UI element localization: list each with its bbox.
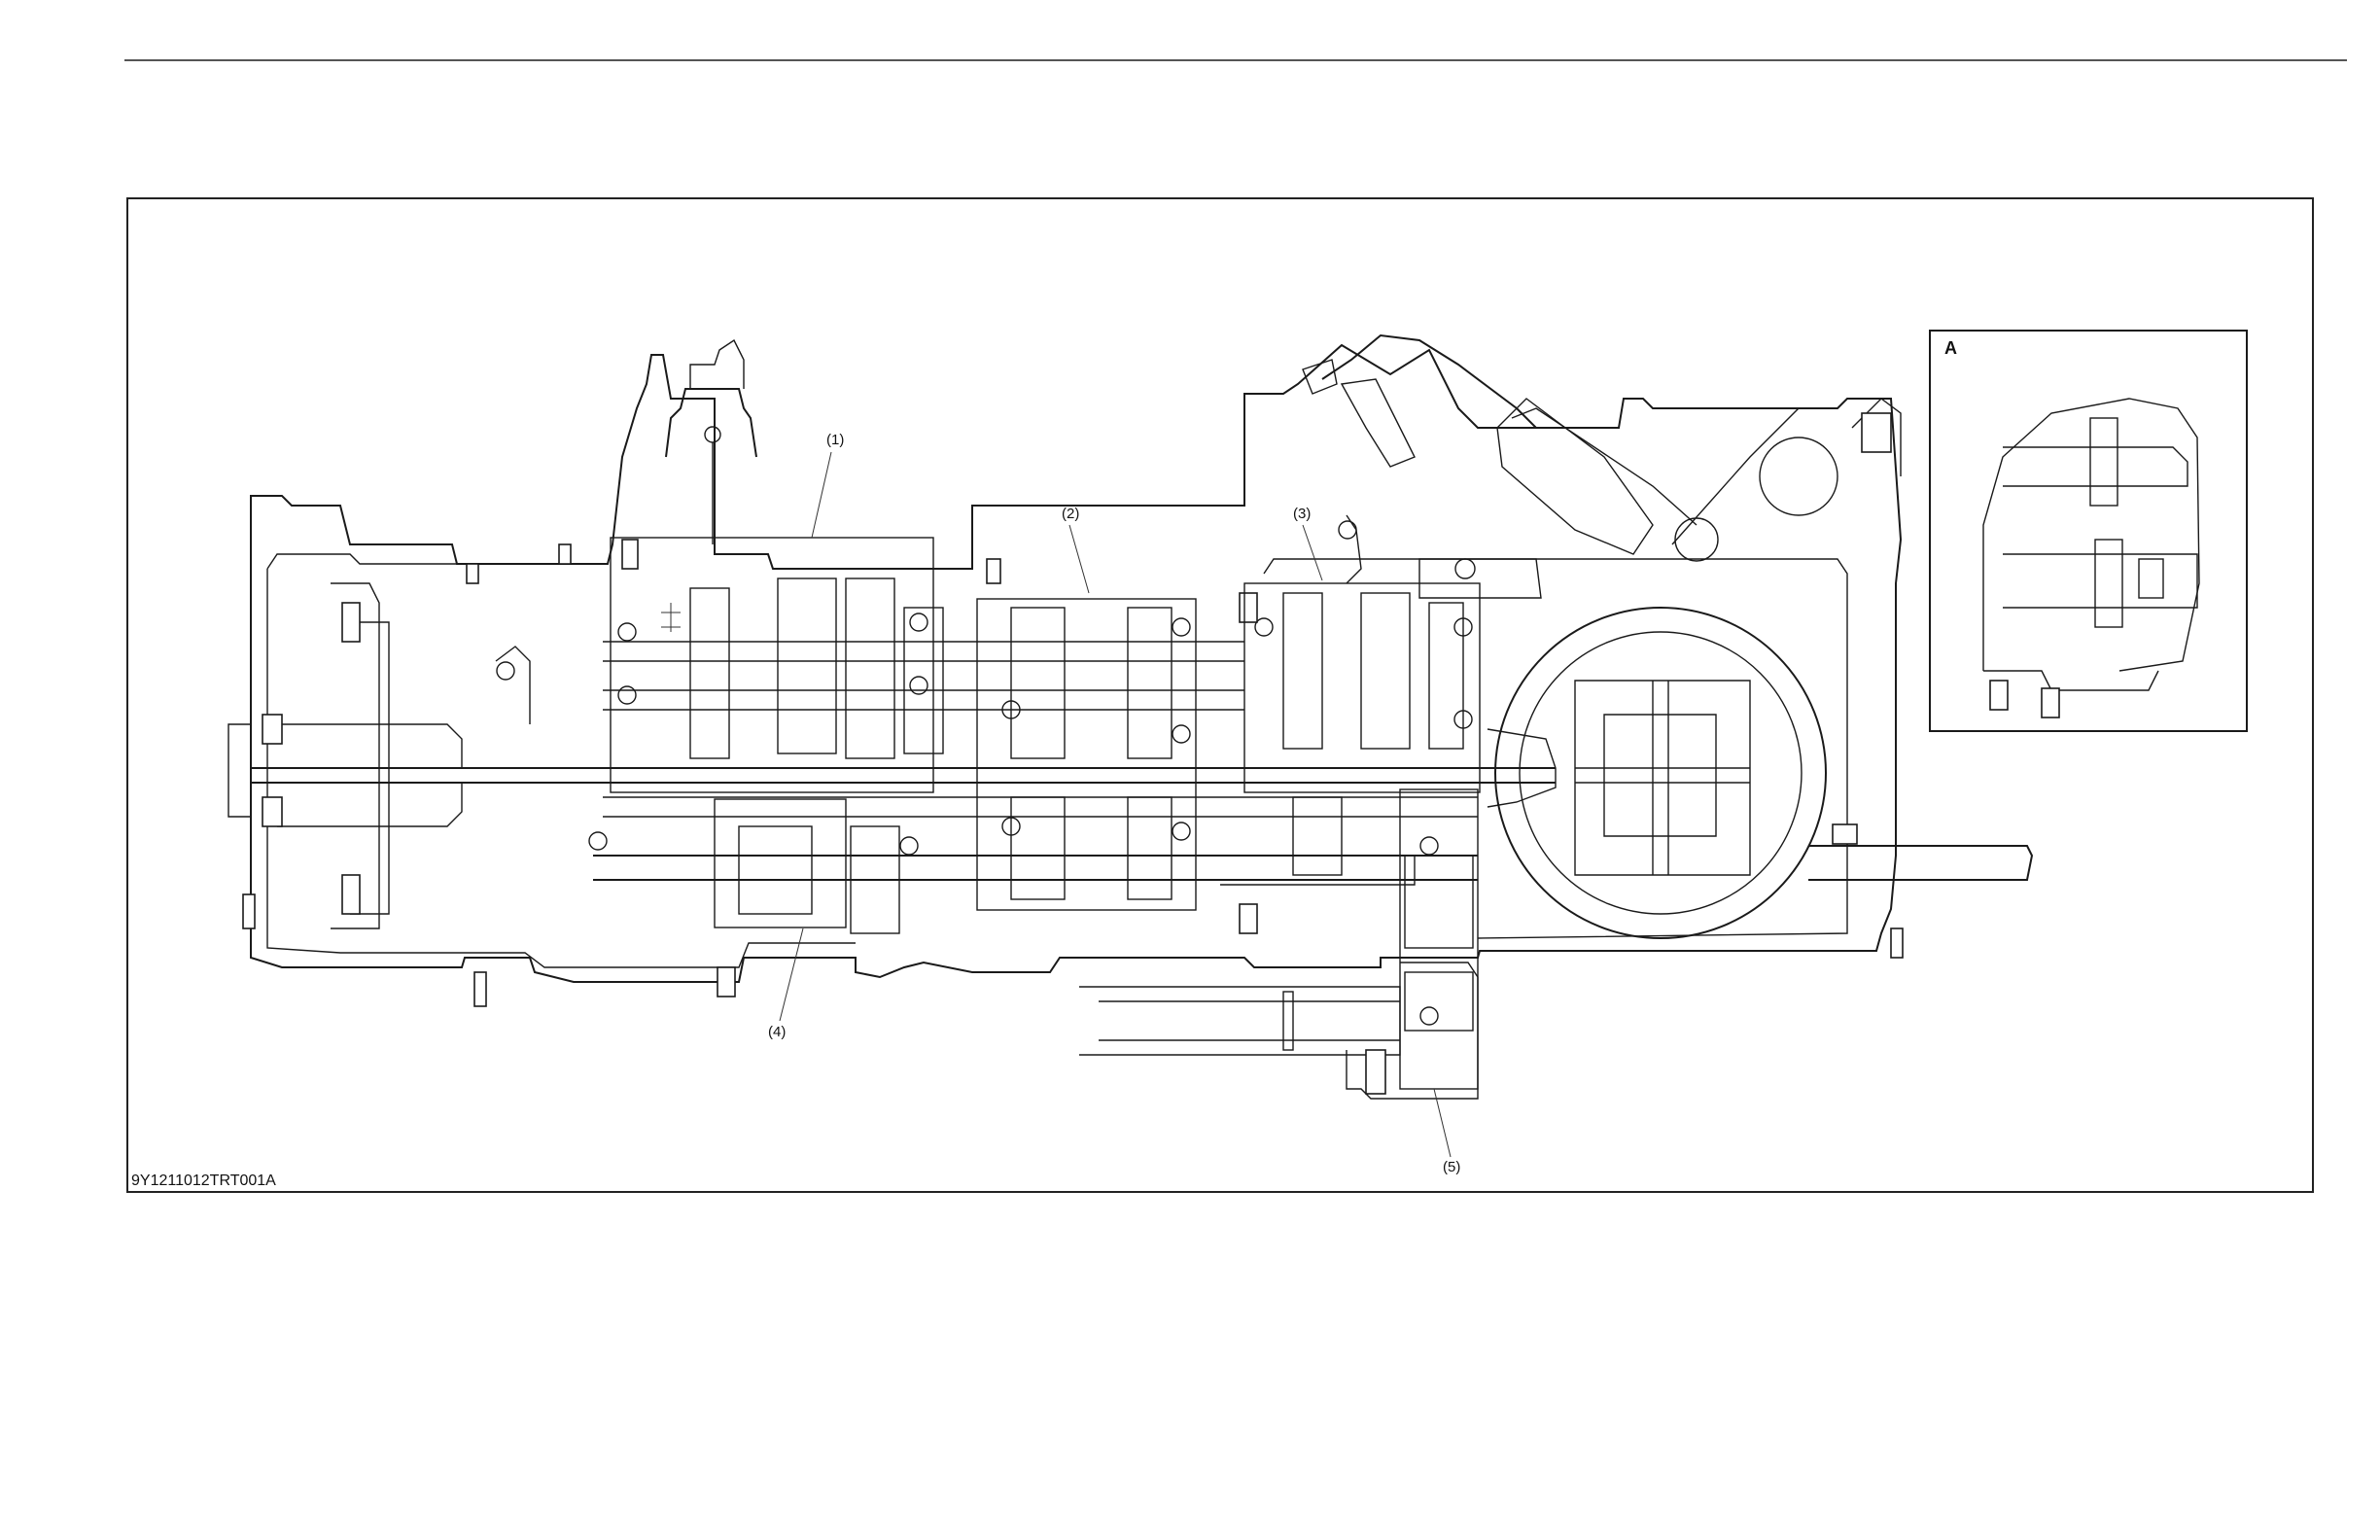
leader-lines <box>780 452 1451 1157</box>
callout-3: (3) <box>1293 506 1311 522</box>
inset-label: A <box>1944 338 1957 359</box>
clutch-housing <box>228 583 530 928</box>
transmission-housing <box>251 345 1901 982</box>
callout-1: (1) <box>826 432 844 448</box>
callout-2: (2) <box>1062 506 1079 522</box>
callout-4: (4) <box>768 1024 786 1040</box>
breather-tower <box>666 340 756 544</box>
differential <box>1488 608 1826 938</box>
pto-output-housing <box>1079 856 1478 1099</box>
figure-code: 9Y1211012TRT001A <box>131 1172 276 1190</box>
inset-a-detail <box>1930 331 2247 731</box>
callout-5: (5) <box>1443 1159 1460 1175</box>
bearings <box>589 613 1472 1025</box>
callout-boxes <box>611 538 1480 1089</box>
